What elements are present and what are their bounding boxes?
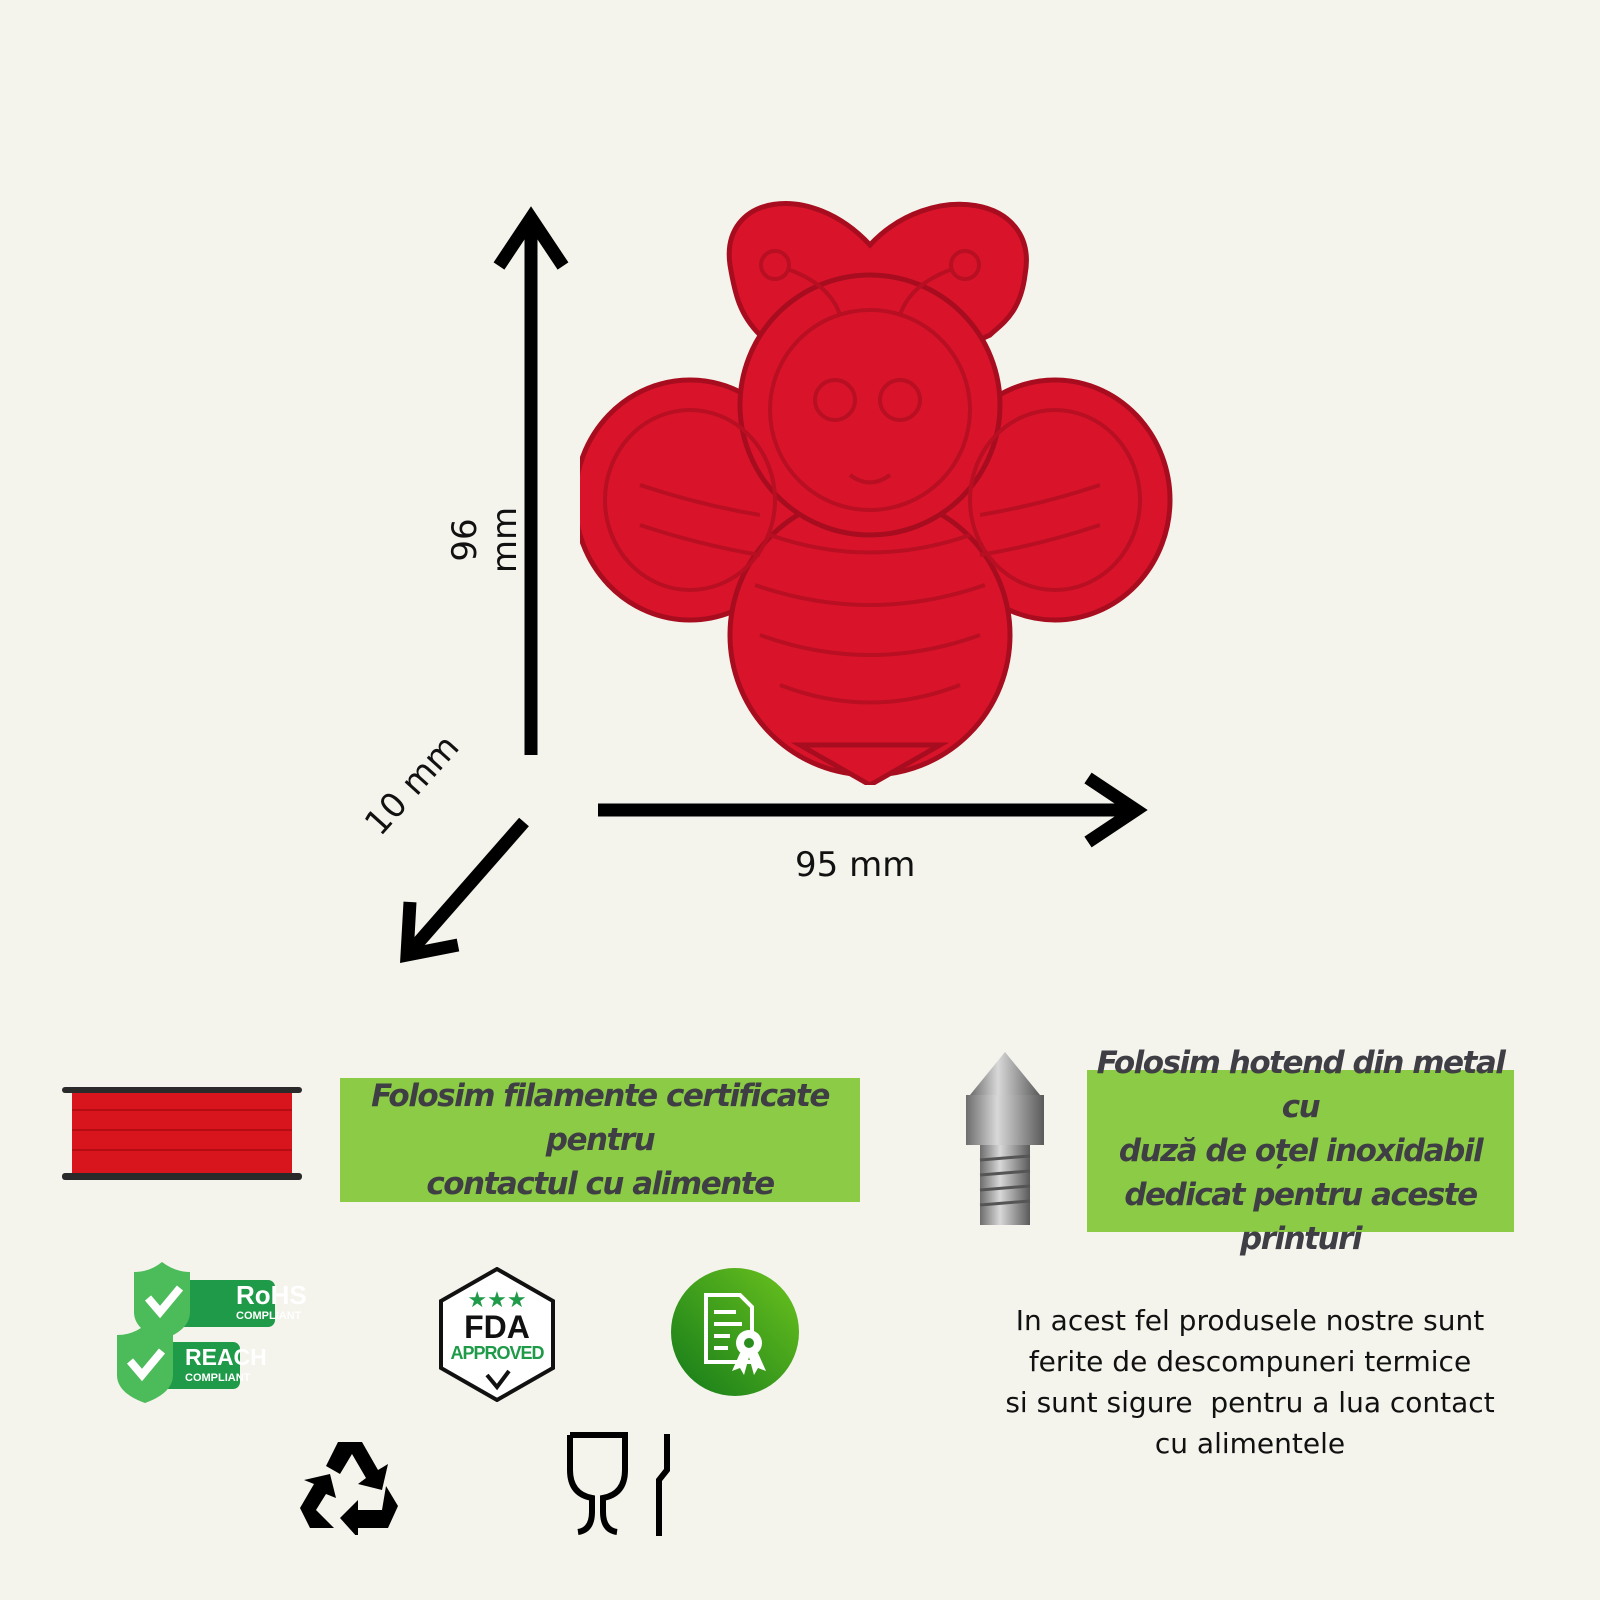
info-line: ferite de descompuneri termice	[1028, 1345, 1472, 1378]
dimension-arrows	[400, 206, 1148, 963]
nozzle-box-line: Folosim hotend din metal cu	[1096, 1045, 1506, 1125]
fda-sub: APPROVED	[450, 1343, 544, 1363]
reach-sub: COMPLIANT	[185, 1372, 251, 1384]
safety-info-text: In acest fel produsele nostre sunt ferit…	[1000, 1300, 1500, 1464]
filament-box-line: Folosim filamente certificate pentru	[371, 1078, 830, 1158]
recycle-icon	[300, 1442, 398, 1535]
fda-approved-badge: ★★★ FDA APPROVED	[437, 1267, 557, 1402]
nozzle-info-box: Folosim hotend din metal cu duză de oțel…	[1087, 1045, 1514, 1257]
nozzle-box-line: dedicat pentru aceste printuri	[1124, 1177, 1478, 1257]
filament-spool-image	[62, 1087, 302, 1180]
info-line: si sunt sigure pentru a lua contact	[1005, 1386, 1495, 1419]
height-label: 96 mm	[445, 506, 525, 574]
filament-certification-box: Folosim filamente certificate pentru con…	[340, 1078, 860, 1202]
svg-text:★★★: ★★★	[467, 1287, 526, 1312]
width-label: 95 mm	[795, 845, 916, 885]
height-arrow	[493, 206, 569, 755]
compliance-badges: RoHS COMPLIANT REACH COMPLIANT	[110, 1260, 330, 1410]
info-line: cu alimentele	[1154, 1427, 1346, 1460]
nozzle-box-line: duză de oțel inoxidabil	[1118, 1133, 1484, 1169]
depth-arrow	[400, 817, 529, 963]
food-safe-icon	[567, 1432, 670, 1536]
steel-nozzle-image	[966, 1052, 1044, 1225]
width-arrow	[598, 772, 1148, 848]
bee-cookie-cutter-image	[580, 201, 1173, 785]
fda-title: FDA	[464, 1309, 530, 1345]
reach-title: REACH	[185, 1344, 267, 1370]
filament-box-line: contactul cu alimente	[426, 1166, 775, 1202]
info-line: In acest fel produsele nostre sunt	[1015, 1304, 1485, 1337]
rohs-sub: COMPLIANT	[236, 1310, 302, 1322]
certificate-icon	[671, 1268, 799, 1396]
rohs-title: RoHS	[236, 1280, 307, 1310]
